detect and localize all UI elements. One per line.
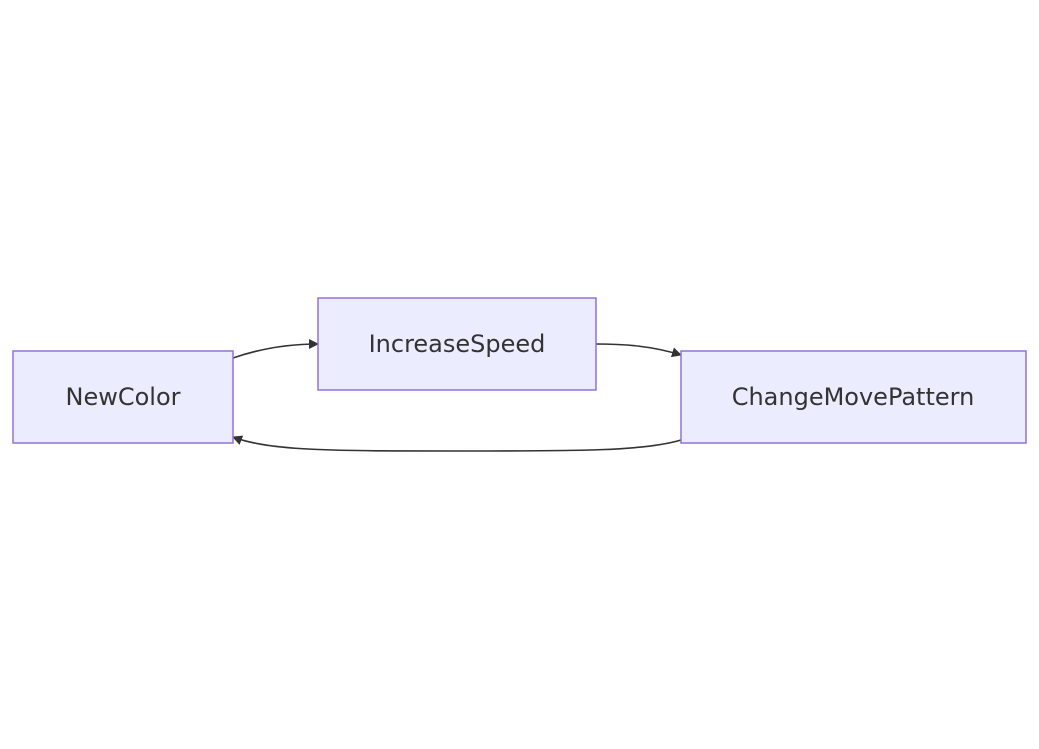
- nodes-layer: NewColor IncreaseSpeed ChangeMovePattern: [12, 297, 1027, 444]
- node-newcolor-label: NewColor: [65, 383, 180, 411]
- node-newcolor-box: [12, 350, 234, 444]
- node-newcolor[interactable]: NewColor: [12, 350, 234, 444]
- edge-increasespeed-to-changemovepattern: [595, 343, 682, 358]
- node-changemovepattern[interactable]: ChangeMovePattern: [680, 350, 1027, 444]
- node-increasespeed[interactable]: IncreaseSpeed: [317, 297, 597, 391]
- node-increasespeed-box: [317, 297, 597, 391]
- edges-layer: [232, 339, 682, 452]
- edge-changemovepattern-to-newcolor: [232, 435, 682, 452]
- node-increasespeed-label: IncreaseSpeed: [369, 330, 546, 358]
- node-changemovepattern-label: ChangeMovePattern: [732, 383, 975, 411]
- node-changemovepattern-box: [680, 350, 1027, 444]
- edge-newcolor-to-increasespeed: [232, 339, 319, 359]
